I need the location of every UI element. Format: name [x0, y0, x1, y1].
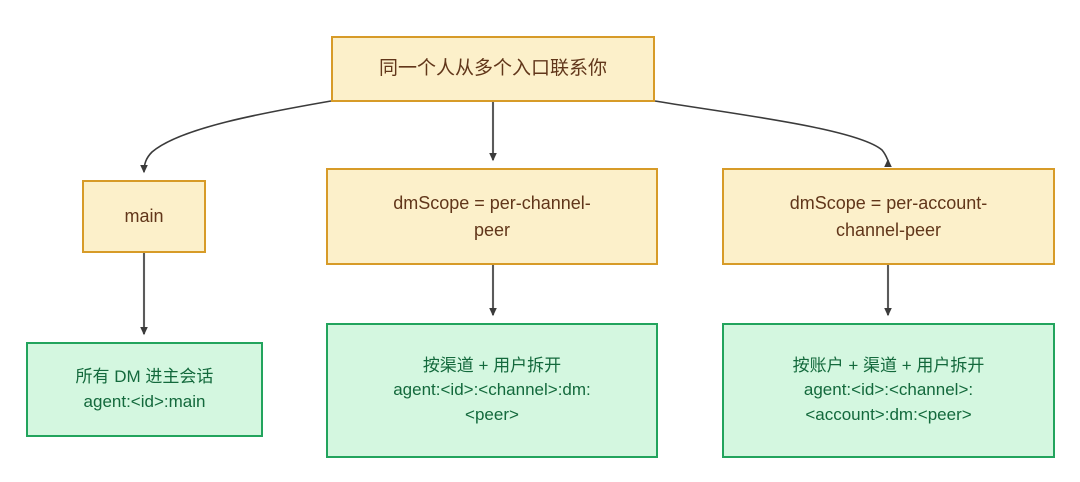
node-result-per-account-channel-peer-label: 按账户 + 渠道 + 用户拆开 agent:<id>:<channel>: <a… [792, 355, 985, 424]
node-main[interactable]: main [82, 180, 206, 253]
edge-root-to-main [140, 100, 332, 174]
node-per-channel-peer[interactable]: dmScope = per-channel- peer [326, 168, 658, 265]
node-result-per-account-channel-peer[interactable]: 按账户 + 渠道 + 用户拆开 agent:<id>:<channel>: <a… [722, 323, 1055, 458]
node-result-main-label: 所有 DM 进主会话 agent:<id>:main [75, 366, 214, 411]
node-main-label: main [124, 206, 164, 227]
node-result-per-channel-peer-label: 按渠道 + 用户拆开 agent:<id>:<channel>:dm: <pee… [393, 355, 591, 424]
edge-root-to-per-account-channel-peer [654, 100, 892, 168]
node-root[interactable]: 同一个人从多个入口联系你 [331, 36, 655, 102]
node-per-account-channel-peer[interactable]: dmScope = per-account- channel-peer [722, 168, 1055, 265]
node-result-main[interactable]: 所有 DM 进主会话 agent:<id>:main [26, 342, 263, 437]
node-per-channel-peer-label: dmScope = per-channel- peer [393, 193, 591, 240]
node-result-per-channel-peer[interactable]: 按渠道 + 用户拆开 agent:<id>:<channel>:dm: <pee… [326, 323, 658, 458]
node-root-label: 同一个人从多个入口联系你 [378, 58, 607, 80]
node-per-account-channel-peer-label: dmScope = per-account- channel-peer [789, 193, 988, 240]
